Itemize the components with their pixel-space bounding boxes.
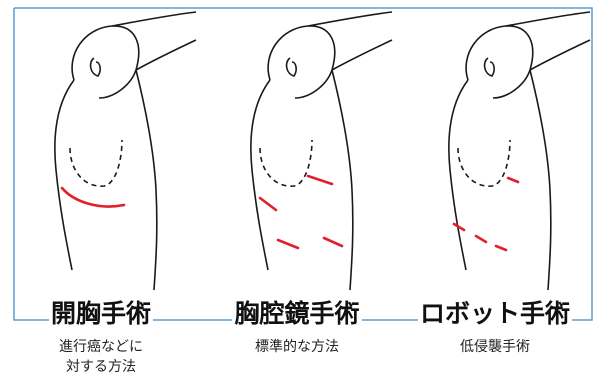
panel-open-surgery: 開胸手術 進行癌などに 対する方法: [4, 0, 198, 383]
incision-port-1: [306, 174, 334, 186]
incision-long: [60, 186, 126, 208]
incision-port-4: [494, 244, 508, 252]
incision-port-2: [258, 196, 278, 212]
panel-thoracoscopic-surgery: 胸腔鏡手術 標準的な方法: [200, 0, 394, 383]
incision-port-3: [276, 238, 300, 250]
torso-illustration: [250, 11, 393, 291]
torso-illustration: [54, 11, 197, 291]
panel-title: 開胸手術: [48, 299, 153, 328]
torso-illustration: [448, 11, 591, 291]
panel-subtitle: 低侵襲手術: [460, 339, 530, 355]
incision-port-3: [474, 234, 488, 244]
panel-subtitle: 標準的な方法: [255, 339, 339, 355]
incision-marks: [60, 186, 126, 208]
panel-robotic-surgery: ロボット手術 低侵襲手術: [398, 0, 592, 383]
panel-title: 胸腔鏡手術: [232, 299, 362, 328]
incision-marks: [258, 174, 344, 250]
incision-marks: [452, 176, 520, 252]
incision-port-2: [452, 222, 466, 232]
panel-subtitle: 進行癌などに 対する方法: [59, 339, 143, 375]
incision-port-1: [506, 176, 520, 184]
panel-title: ロボット手術: [417, 299, 572, 328]
incision-port-4: [322, 236, 344, 248]
